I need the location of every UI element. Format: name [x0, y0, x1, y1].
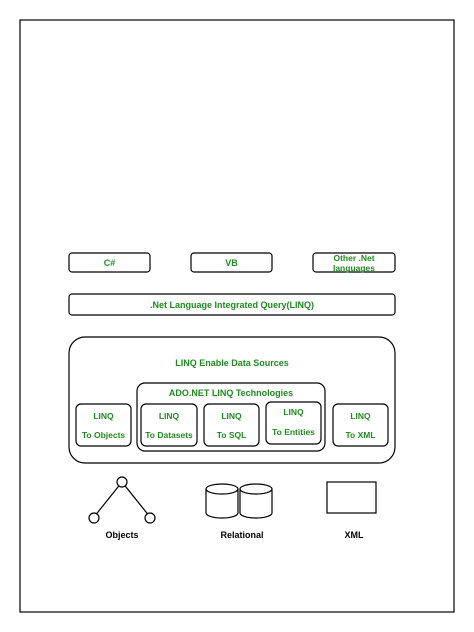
relational-database-icon — [205, 483, 273, 519]
linq-to-entities-line1: LINQ — [283, 407, 304, 417]
objects-label: Objects — [105, 530, 138, 540]
linq-to-sql-line1: LINQ — [221, 411, 242, 421]
linq-to-entities-box: LINQ To Entities — [265, 401, 322, 445]
data-sources-title: LINQ Enable Data Sources — [175, 358, 289, 368]
linq-to-datasets-box: LINQ To Datasets — [140, 403, 198, 447]
linq-to-datasets-line1: LINQ — [159, 411, 180, 421]
linq-to-datasets-line2: To Datasets — [145, 430, 193, 440]
linq-query-bar-label: .Net Language Integrated Query(LINQ) — [150, 300, 314, 310]
language-other-label-line1: Other .Net — [333, 253, 374, 263]
linq-to-xml-box: LINQ To XML — [332, 403, 389, 447]
linq-to-objects-line2: To Objects — [82, 430, 126, 440]
language-other-box: Other .Net languages — [312, 252, 396, 273]
xml-label: XML — [345, 530, 365, 540]
page-frame — [19, 19, 455, 613]
linq-to-xml-line1: LINQ — [350, 411, 371, 421]
language-vb-box: VB — [190, 252, 273, 273]
language-other-label-line2: languages — [333, 263, 375, 273]
ado-net-title: ADO.NET LINQ Technologies — [169, 388, 293, 398]
language-csharp-label: C# — [104, 258, 116, 268]
linq-to-objects-line1: LINQ — [93, 411, 114, 421]
language-csharp-box: C# — [68, 252, 151, 273]
xml-document-icon — [326, 481, 377, 514]
linq-to-sql-line2: To SQL — [217, 430, 247, 440]
linq-to-sql-box: LINQ To SQL — [203, 403, 260, 447]
language-vb-label: VB — [225, 258, 238, 268]
linq-query-bar: .Net Language Integrated Query(LINQ) — [68, 293, 396, 316]
linq-to-objects-box: LINQ To Objects — [75, 403, 132, 447]
objects-tree-icon — [88, 476, 156, 524]
relational-label: Relational — [220, 530, 263, 540]
linq-to-entities-line2: To Entities — [272, 427, 315, 437]
linq-to-xml-line2: To XML — [345, 430, 375, 440]
